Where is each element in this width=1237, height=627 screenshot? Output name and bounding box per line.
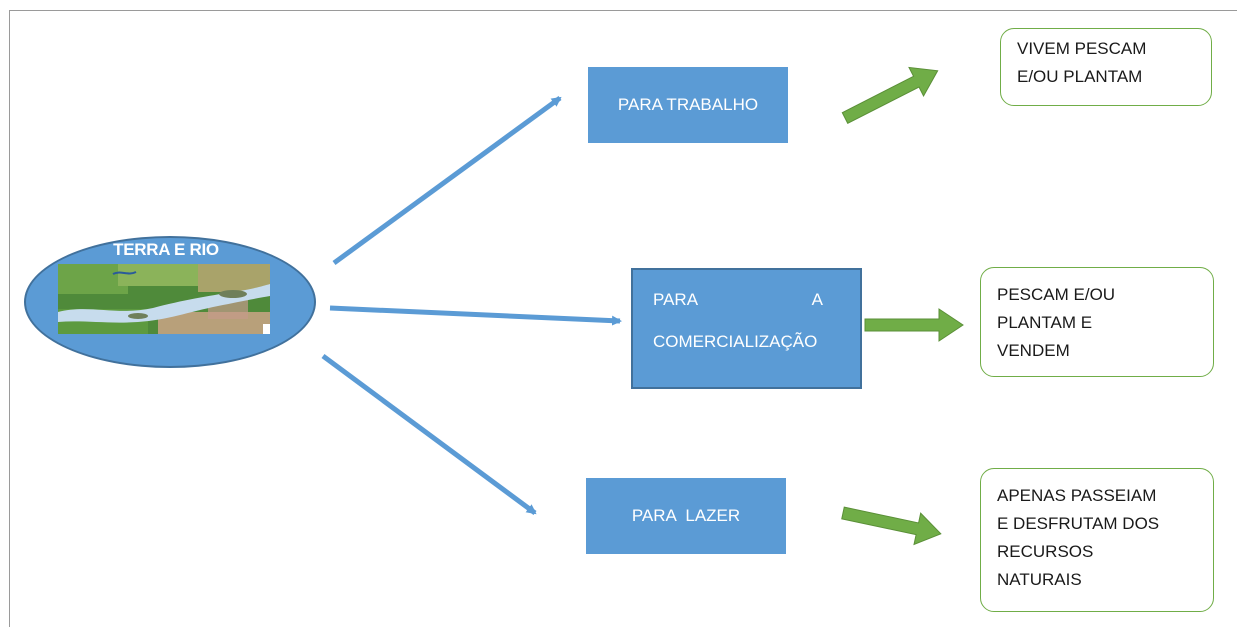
outcome-box-trabalho: VIVEM PESCAM E/OU PLANTAM	[1000, 28, 1212, 106]
arrow-to-lazer	[321, 353, 537, 516]
outcome-line: E DESFRUTAM DOS	[997, 514, 1160, 533]
arrow-to-comercializacao	[329, 305, 622, 326]
use-label-a: A	[811, 290, 823, 309]
use-label-comercializacao-line2: COMERCIALIZAÇÃO	[653, 332, 818, 351]
use-label-para: PARA	[653, 290, 699, 309]
outcome-line: APENAS PASSEIAM	[997, 486, 1157, 505]
source-title: TERRA E RIO	[113, 240, 219, 259]
outcome-line: NATURAIS	[997, 570, 1082, 589]
use-label-lazer: PARA LAZER	[631, 506, 741, 525]
river-map-image	[58, 264, 270, 334]
use-box-comercializacao: PARA A COMERCIALIZAÇÃO	[631, 268, 862, 389]
outcome-line: RECURSOS	[997, 542, 1094, 561]
green-arrow-1	[841, 66, 939, 125]
green-arrow-3	[841, 506, 942, 546]
outcome-line: E/OU PLANTAM	[1017, 67, 1143, 86]
outcome-box-comercializacao: PESCAM E/OU PLANTAM E VENDEM	[980, 267, 1214, 377]
diagram-frame	[9, 10, 1237, 627]
outcome-line: VIVEM PESCAM	[1017, 39, 1147, 58]
arrow-to-trabalho	[332, 95, 562, 266]
green-arrow-2	[864, 308, 964, 342]
outcome-line: VENDEM	[997, 341, 1070, 360]
outcome-box-lazer: APENAS PASSEIAM E DESFRUTAM DOS RECURSOS…	[980, 468, 1214, 612]
outcome-line: PLANTAM E	[997, 313, 1093, 332]
use-label-trabalho: PARA TRABALHO	[617, 95, 759, 114]
use-box-lazer: PARA LAZER	[586, 478, 786, 554]
use-box-trabalho: PARA TRABALHO	[588, 67, 788, 143]
outcome-line: PESCAM E/OU	[997, 285, 1116, 304]
use-label-comercializacao-line1: PARA A	[653, 290, 823, 310]
